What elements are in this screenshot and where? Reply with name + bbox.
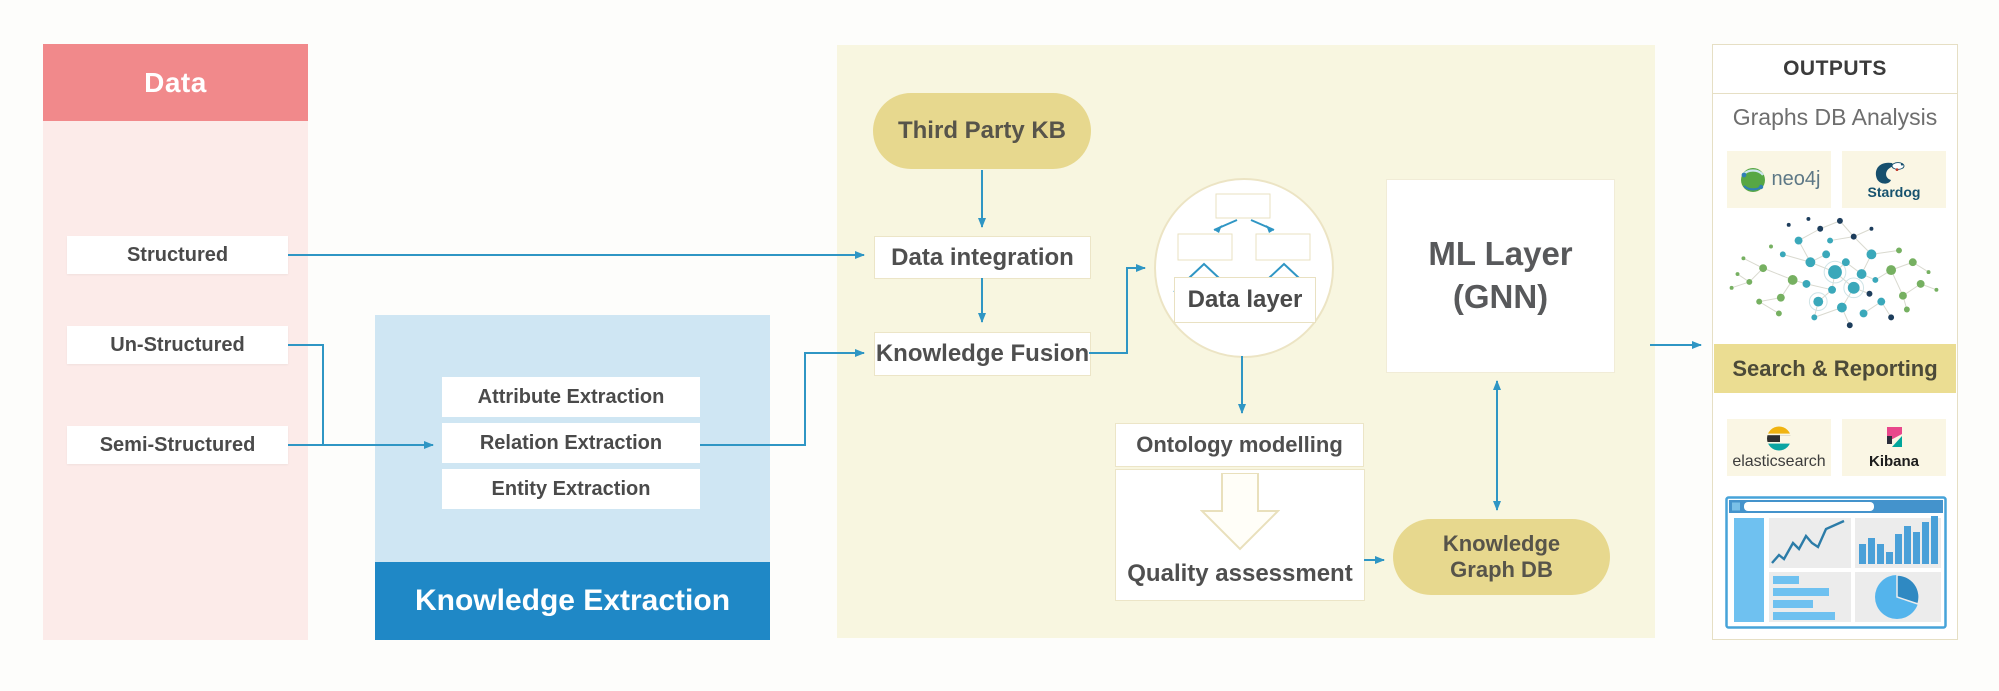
node-un-structured: Un-Structured — [67, 326, 288, 364]
big-down-arrow-icon — [1200, 473, 1280, 551]
graph-network-visualization — [1721, 213, 1949, 341]
neo4j-label: neo4j — [1771, 168, 1821, 190]
structured-label: Structured — [126, 243, 229, 266]
node-structured: Structured — [67, 236, 288, 274]
data-layer-box: Data layer — [1174, 277, 1316, 323]
kibana-label: Kibana — [1868, 453, 1919, 470]
knowledge-extraction-panel: Attribute Extraction Relation Extraction… — [375, 315, 770, 640]
node-relation-extraction: Relation Extraction — [442, 423, 700, 463]
node-quality-assessment: Quality assessment — [1115, 469, 1365, 601]
neo4j-logo-tile: neo4j — [1727, 151, 1831, 208]
ml-layer-label-line1: ML Layer — [1428, 235, 1573, 273]
node-data-layer-circle: Data layer — [1154, 178, 1334, 358]
knowledge-fusion-label: Knowledge Fusion — [875, 340, 1090, 367]
data-panel-title: Data — [43, 44, 308, 121]
data-layer-tree-icon — [1173, 193, 1315, 293]
quality-assessment-label: Quality assessment — [1127, 560, 1353, 587]
stardog-icon — [1875, 161, 1905, 184]
node-knowledge-graph-db: Knowledge Graph DB — [1393, 519, 1610, 595]
search-reporting-heading: Search & Reporting — [1714, 344, 1956, 393]
node-ontology-modelling: Ontology modelling — [1115, 423, 1364, 467]
elasticsearch-label: elasticsearch — [1732, 452, 1826, 470]
data-panel-title-label: Data — [144, 66, 207, 98]
node-semi-structured: Semi-Structured — [67, 426, 288, 464]
attribute-extraction-label: Attribute Extraction — [477, 385, 665, 408]
outputs-panel: OUTPUTS Graphs DB Analysis neo4j Stardog — [1712, 44, 1958, 640]
knowledge-graph-db-label-line1: Knowledge — [1442, 530, 1561, 556]
kibana-dashboard-illustration — [1725, 496, 1947, 629]
third-party-kb-label: Third Party KB — [897, 117, 1067, 144]
graphs-db-analysis-heading: Graphs DB Analysis — [1732, 103, 1938, 130]
elasticsearch-logo-tile: elasticsearch — [1727, 419, 1831, 476]
kibana-logo-tile: Kibana — [1842, 419, 1946, 476]
node-third-party-kb: Third Party KB — [873, 93, 1091, 169]
kibana-icon — [1887, 427, 1902, 447]
data-panel: Data Structured Un-Structured Semi-Struc… — [43, 44, 308, 640]
relation-extraction-label: Relation Extraction — [479, 431, 663, 454]
elasticsearch-icon — [1767, 426, 1792, 450]
ontology-modelling-label: Ontology modelling — [1136, 432, 1343, 457]
ml-layer-label-line2: (GNN) — [1452, 278, 1549, 315]
node-attribute-extraction: Attribute Extraction — [442, 377, 700, 417]
stardog-logo-tile: Stardog — [1842, 151, 1946, 208]
node-knowledge-fusion: Knowledge Fusion — [874, 332, 1091, 376]
data-layer-label: Data layer — [1187, 286, 1303, 313]
semi-structured-label: Semi-Structured — [99, 433, 256, 456]
node-data-integration: Data integration — [874, 236, 1091, 279]
stardog-label: Stardog — [1867, 183, 1921, 200]
knowledge-extraction-title: Knowledge Extraction — [375, 562, 770, 640]
data-integration-label: Data integration — [891, 243, 1074, 271]
node-entity-extraction: Entity Extraction — [442, 469, 700, 509]
node-ml-layer: ML Layer (GNN) — [1386, 179, 1615, 373]
knowledge-extraction-title-label: Knowledge Extraction — [414, 584, 731, 617]
entity-extraction-label: Entity Extraction — [491, 477, 651, 500]
outputs-title: OUTPUTS — [1713, 45, 1957, 94]
un-structured-label: Un-Structured — [110, 333, 245, 356]
neo4j-icon — [1740, 167, 1765, 192]
knowledge-graph-db-label-line2: Graph DB — [1450, 557, 1553, 582]
